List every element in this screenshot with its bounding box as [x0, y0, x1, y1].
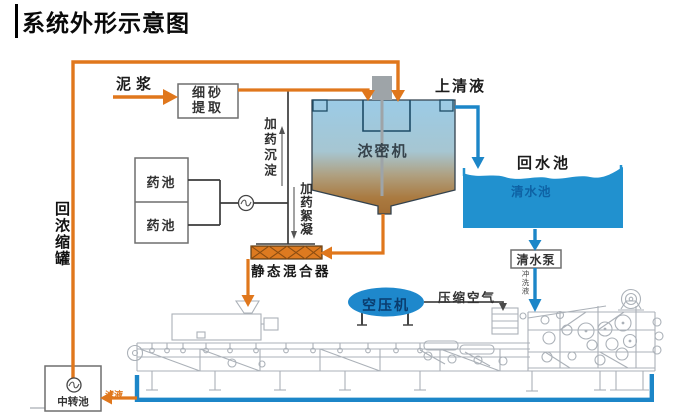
air-compressor-label: 空压机 — [362, 297, 410, 313]
air-compressor-shape — [348, 287, 424, 326]
belt-filter-press-drawing — [30, 288, 664, 409]
dosing-lines — [188, 91, 315, 245]
clean-water-pump-label: 清水泵 — [516, 252, 556, 267]
transfer-pump-icon — [66, 377, 82, 393]
flush-label: 冲洗液 — [521, 270, 530, 296]
dosing-pump-icon — [237, 194, 255, 212]
compressed-air-label: 压缩空气 — [438, 291, 497, 305]
filtrate-label: 滤液 — [105, 390, 124, 400]
static-mixer-box — [250, 245, 323, 260]
thickener-label: 浓密机 — [357, 143, 409, 160]
chemical-pool-top-label: 药池 — [146, 175, 177, 190]
return-water-pool-label: 回水池 — [517, 155, 572, 172]
thickener-motor — [372, 76, 392, 100]
return-concentrate-tank-label: 回浓缩罐 — [53, 201, 70, 267]
chemical-pool-bottom-label: 药池 — [146, 218, 177, 233]
thickener-tank — [311, 76, 456, 215]
dosing-flocculation-label: 加药絮凝 — [298, 182, 312, 236]
page-title: 系统外形示意图 — [15, 4, 190, 38]
clean-water-pool-label: 清水池 — [511, 185, 552, 199]
dosing-sedimentation-label: 加药沉淀 — [262, 117, 276, 179]
fine-sand-line2: 提取 — [191, 100, 224, 115]
chemical-pools-box — [134, 157, 189, 244]
transfer-pool-label: 中转池 — [57, 396, 89, 408]
orange-flow-lines — [71, 60, 405, 405]
filtrate-pipe — [134, 374, 654, 402]
fine-sand-extractor-label: 细砂 提取 — [178, 85, 238, 117]
fine-sand-line1: 细砂 — [191, 85, 224, 101]
fine-sand-extractor-box — [177, 83, 239, 119]
static-mixer-label: 静态混合器 — [251, 264, 331, 279]
blue-flow-lines — [455, 105, 542, 312]
supernatant-label: 上清液 — [435, 78, 487, 95]
slurry-label: 泥浆 — [116, 76, 157, 93]
return-water-pool-tank — [462, 165, 623, 228]
